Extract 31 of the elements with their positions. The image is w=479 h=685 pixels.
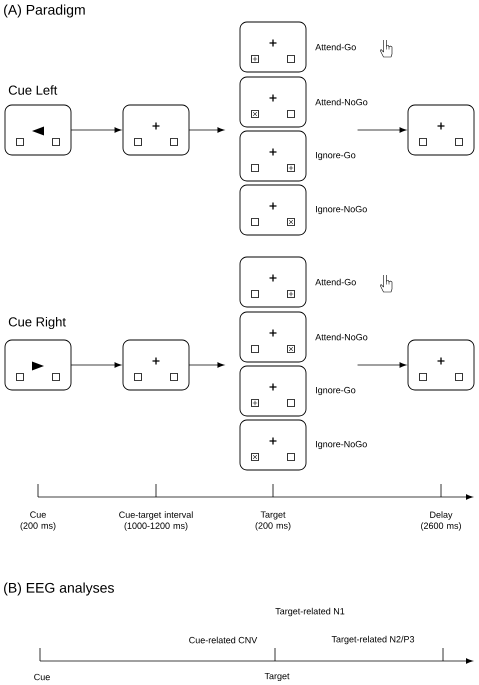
condition-label: Attend-NoGo: [315, 334, 368, 340]
condition-label: Ignore-NoGo: [316, 206, 367, 214]
component-label: Target-related N2/P3: [332, 636, 414, 644]
time-label: Target: [264, 672, 290, 682]
condition-label: Attend-Go: [315, 44, 356, 50]
arrow: [71, 127, 122, 133]
screen: [122, 104, 190, 156]
condition-label: Attend-NoGo: [315, 98, 368, 106]
time-label: Cue (200 ms): [20, 511, 56, 531]
arrow: [189, 362, 224, 368]
time-label: Delay (2600 ms): [421, 511, 461, 531]
screen: [4, 340, 72, 390]
component-label: Target-related N1: [275, 608, 344, 616]
time-label: Cue-target interval (1000-1200 ms): [119, 511, 193, 531]
time-label: Cue: [34, 674, 50, 680]
component-label: Cue-related CNV: [189, 636, 258, 644]
condition-label: Ignore-Go: [316, 152, 356, 160]
screen: [408, 104, 474, 156]
screen: [408, 340, 474, 390]
arrow: [357, 362, 406, 368]
section-heading: (B) EEG analyses: [4, 582, 114, 596]
condition-label: Ignore-Go: [316, 386, 356, 396]
time-label: Target (200 ms): [256, 511, 290, 531]
condition-label: Attend-Go: [315, 278, 356, 286]
section-heading: (A) Paradigm: [4, 4, 85, 18]
arrow: [189, 127, 224, 133]
arrow: [71, 362, 122, 368]
condition-label: Ignore-NoGo: [316, 440, 367, 450]
arrow: [357, 127, 406, 133]
screen: [4, 104, 72, 156]
screen: [122, 340, 190, 390]
